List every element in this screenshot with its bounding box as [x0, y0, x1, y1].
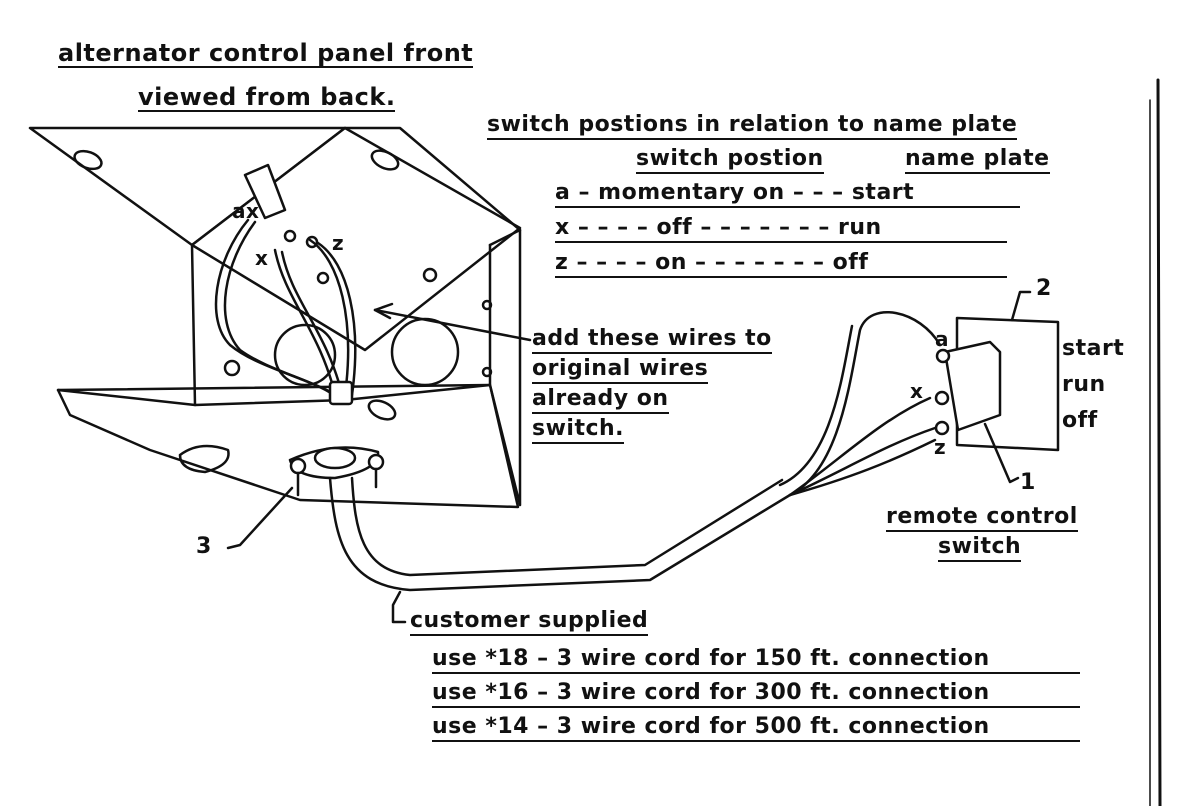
- switch-position-row-a: a – momentary on – – – start: [555, 180, 1020, 208]
- panel-wires: [214, 218, 357, 406]
- plate-label-off: off: [1062, 408, 1098, 433]
- remote-switch-box: [934, 290, 1060, 484]
- callout-2: 2: [1036, 276, 1052, 301]
- col-switch-position: switch postion: [636, 146, 824, 174]
- callout-3-leader: [226, 486, 294, 550]
- remote-terminal-a-label: a: [935, 327, 949, 351]
- note-arrow: [373, 302, 532, 342]
- panel-terminal-ax-label: ax: [232, 199, 260, 223]
- remote-wires: [778, 311, 942, 497]
- note-line-1: add these wires to: [532, 326, 772, 354]
- title-line-1: alternator control panel front: [58, 39, 474, 68]
- panel-internal-features: [223, 163, 493, 387]
- col-name-plate: name plate: [905, 146, 1050, 174]
- cord-clamp: [288, 446, 385, 497]
- callout-3: 3: [196, 534, 212, 559]
- note-line-2: original wires: [532, 356, 709, 384]
- cord-spec-500ft: use *14 – 3 wire cord for 500 ft. connec…: [432, 714, 1080, 742]
- page-edge-line: [1156, 78, 1162, 806]
- remote-terminal-z-label: z: [934, 435, 947, 459]
- title-line-2: viewed from back.: [138, 83, 396, 112]
- customer-bracket: [391, 590, 407, 624]
- plate-label-start: start: [1062, 336, 1125, 361]
- customer-supplied-heading: customer supplied: [410, 608, 649, 636]
- remote-caption-line-1: remote control: [886, 504, 1078, 532]
- note-line-3: already on: [532, 386, 669, 414]
- cord-spec-150ft: use *18 – 3 wire cord for 150 ft. connec…: [432, 646, 1080, 674]
- panel-terminal-x-label: x: [255, 246, 269, 270]
- main-cord: [328, 476, 792, 592]
- switch-position-row-z: z – – – – on – – – – – – – off: [555, 250, 1007, 278]
- remote-caption-line-2: switch: [938, 534, 1022, 562]
- panel-terminal-z-label: z: [332, 231, 345, 255]
- callout-1: 1: [1020, 470, 1036, 495]
- switch-position-row-x: x – – – – off – – – – – – – run: [555, 215, 1007, 243]
- note-line-4: switch.: [532, 416, 625, 444]
- cord-spec-300ft: use *16 – 3 wire cord for 300 ft. connec…: [432, 680, 1080, 708]
- plate-label-run: run: [1062, 372, 1106, 397]
- switch-positions-heading: switch postions in relation to name plat…: [487, 112, 1018, 140]
- remote-terminal-x-label: x: [910, 379, 924, 403]
